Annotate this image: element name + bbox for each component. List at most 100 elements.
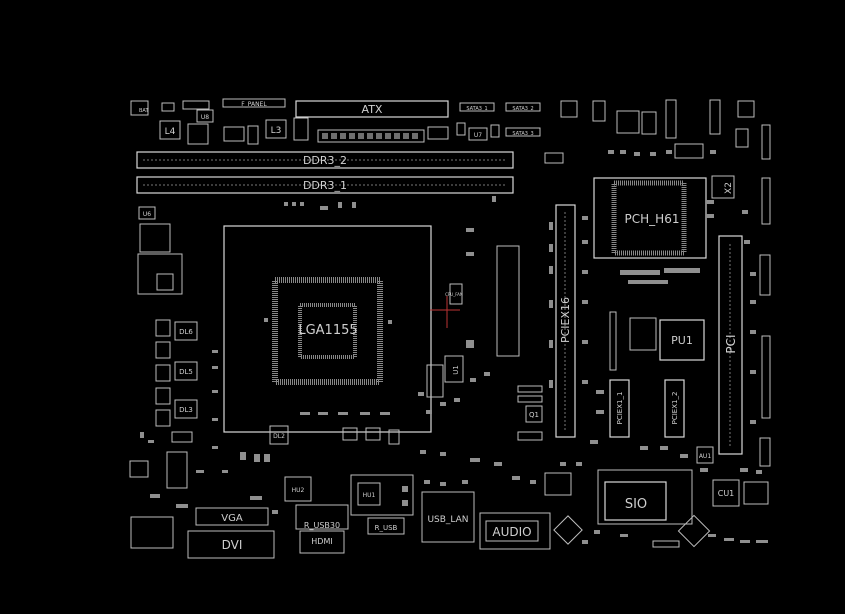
cap-dl3 (155, 409, 171, 427)
sata-2-label: SATA3_2 (512, 106, 533, 112)
audio-jack-connector (479, 512, 551, 550)
hu1-label: HU1 (363, 492, 376, 499)
pciex16-slot (555, 204, 576, 438)
ic-hu2 (284, 476, 312, 502)
dl5-label: DL5 (179, 368, 193, 376)
cu1-label: CU1 (718, 489, 735, 498)
pch-label: PCH_H61 (625, 212, 680, 226)
sata-1-label: SATA3_1 (466, 106, 487, 112)
cap-socket-1 (342, 427, 358, 441)
usb-lan-label: USB_LAN (427, 515, 468, 525)
inductor-l3 (265, 119, 287, 139)
r-usb-connector (367, 517, 405, 535)
ic-hu1 (357, 482, 381, 506)
vrm-controller-area (137, 253, 183, 295)
cap-socket-3 (388, 429, 400, 445)
ddr3-2-label: DDR3_2 (303, 154, 347, 167)
cap-top-1 (161, 102, 175, 112)
x2-label: X2 (724, 182, 734, 194)
cap-right-corner (735, 128, 749, 148)
pci-label: PCI (724, 334, 738, 353)
cap-near-atx (427, 126, 449, 140)
atx-label: ATX (362, 103, 383, 116)
r-usb30-label: R_USB30 (304, 521, 340, 530)
cap-dl5b (155, 387, 171, 405)
audio-jack-inner (485, 520, 539, 542)
cap-col-u1 (426, 364, 444, 398)
dl2-label: DL2 (273, 433, 285, 440)
mosfet-dl3 (174, 399, 198, 419)
bat-label: BAT (139, 108, 149, 114)
pciex1-2-label: PCIEX1_2 (671, 392, 679, 425)
r-usb-label: R_USB (375, 524, 398, 532)
hdmi-label: HDMI (311, 537, 332, 546)
cap-cu1 (743, 481, 769, 505)
jumper-top-left (130, 100, 149, 116)
hdmi-area-outline (350, 474, 414, 516)
res-strip-bottom (652, 540, 680, 548)
cap-socket-2 (365, 427, 381, 441)
vrm-cap-group (139, 223, 171, 253)
f-panel-label: F_PANEL (241, 101, 267, 108)
bios-chip (166, 451, 188, 489)
sio-outline (597, 469, 693, 525)
ic-top-right-2 (641, 111, 657, 135)
cap-group-pu1 (629, 317, 657, 351)
header-vertical-1 (665, 99, 677, 139)
l4-label: L4 (165, 127, 176, 137)
dl6-label: DL6 (179, 328, 193, 336)
pch-ball-grid (611, 180, 687, 256)
header-vertical-5 (759, 254, 771, 296)
sata-connector-2 (505, 102, 541, 112)
atx-power-connector (295, 100, 449, 118)
cpu-fan-label: CPU_FAN (445, 292, 463, 297)
au1-label: AU1 (699, 453, 711, 460)
cap-block-4 (293, 117, 309, 141)
cap-dl5 (155, 364, 171, 382)
ddr3-1-label: DDR3_1 (303, 179, 347, 192)
audio-codec-ic (544, 472, 572, 496)
header-small-top (182, 100, 210, 110)
mosfet-dl5 (174, 361, 198, 381)
ic-u1 (444, 355, 464, 383)
sio-label: SIO (625, 497, 647, 512)
cap-block-1 (187, 123, 209, 145)
ic-u7 (468, 127, 488, 141)
ic-au1 (696, 446, 714, 464)
pciex1-2-slot (664, 379, 685, 438)
cpu-socket-outline (223, 225, 432, 433)
cpu-socket-label: LGA1155 (298, 323, 357, 338)
u8-label: U8 (201, 114, 209, 121)
cap-dl6 (155, 319, 171, 337)
cap-column-right (496, 245, 520, 357)
u1-label: U1 (452, 365, 460, 375)
audio-label: AUDIO (492, 525, 531, 539)
ps2-connector (130, 516, 174, 549)
cap-bottom-left (171, 431, 193, 443)
header-vertical-6 (761, 335, 771, 419)
sata-3-label: SATA3_3 (512, 131, 533, 137)
header-vertical-7 (759, 437, 771, 467)
cap-dl6b (155, 341, 171, 359)
transistor-q1 (525, 405, 543, 423)
pci-slot (718, 235, 743, 455)
ddr3-slot-1 (136, 176, 514, 194)
ic-u8 (196, 109, 214, 123)
cap-right-of-ddr (544, 152, 564, 164)
dl3-label: DL3 (179, 406, 193, 414)
crystal-x2 (711, 175, 735, 199)
sata-connector-1 (459, 102, 495, 112)
dvi-label: DVI (222, 538, 243, 552)
vga-connector (195, 507, 269, 526)
pciex16-label: PCIEX16 (559, 297, 572, 343)
u6-label: U6 (143, 211, 151, 218)
l3-label: L3 (271, 126, 282, 136)
dvi-connector (187, 530, 275, 559)
mosfet-dl2 (269, 425, 289, 445)
vrm-controller-ic (156, 273, 174, 291)
r-usb30-connector (295, 504, 349, 530)
header-vertical-2 (709, 99, 721, 135)
cpu-fan-header (449, 283, 463, 305)
cap-block-3 (247, 125, 259, 145)
